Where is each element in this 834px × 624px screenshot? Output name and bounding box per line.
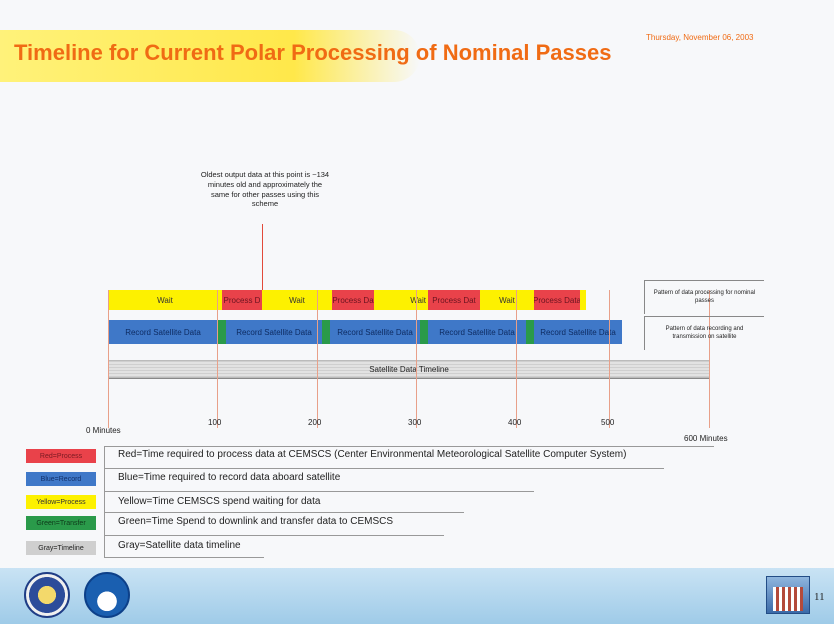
legend-text-red: Red=Time required to process data at CEM… [118, 449, 627, 460]
legend-text-green: Green=Time Spend to downlink and transfe… [118, 516, 394, 527]
satellite-timeline-bar: Satellite Data Timeline [108, 360, 710, 378]
record-seg-2: Record Satellite Data [226, 320, 322, 344]
building-icon [766, 576, 810, 614]
legend-rule-1 [104, 446, 714, 447]
record-seg-5: Record Satellite Data [534, 320, 622, 344]
tick-line-400 [516, 290, 517, 428]
legend-rule-2 [104, 468, 664, 469]
tick-line-600 [709, 290, 710, 428]
legend-text-yellow: Yellow=Time CEMSCS spend waiting for dat… [118, 496, 321, 507]
processing-seg-process-4: Process Data [534, 290, 580, 310]
processing-seg-wait-4: Wait [480, 290, 534, 310]
timeline-axis-line [108, 378, 710, 379]
legend-text-gray: Gray=Satellite data timeline [118, 540, 241, 551]
record-seg-3: Record Satellite Data [330, 320, 420, 344]
tick-label-0: 0 Minutes [86, 426, 121, 435]
tick-label-300: 300 [408, 418, 422, 427]
legend-divider [104, 446, 105, 558]
slide-title: Timeline for Current Polar Processing of… [14, 40, 612, 65]
tick-label-200: 200 [308, 418, 322, 427]
tick-label-600: 600 Minutes [684, 434, 728, 443]
slide-date: Thursday, November 06, 2003 [646, 33, 754, 42]
processing-seg-process-2: Process Da [332, 290, 374, 310]
pattern-recording-note: Pattern of data recording and transmissi… [644, 316, 764, 350]
processing-seg-wait-3: Wait [374, 290, 428, 310]
tick-line-500 [609, 290, 610, 428]
record-seg-1: Record Satellite Data [108, 320, 218, 344]
legend-swatch-yellow: Yellow=Process [26, 495, 96, 509]
tick-label-500: 500 [601, 418, 615, 427]
legend-text-blue: Blue=Time required to record data aboard… [118, 472, 341, 483]
pattern-processing-note: Pattern of data processing for nominal p… [644, 280, 764, 314]
tick-line-100 [217, 290, 218, 428]
tick-line-300 [416, 290, 417, 428]
commerce-seal-logo [24, 572, 70, 618]
callout-note: Oldest output data at this point is ~134… [200, 170, 330, 209]
processing-seg-process-3: Process Dat [428, 290, 480, 310]
transfer-seg-4 [526, 320, 534, 344]
processing-seg-process-1: Process D [222, 290, 262, 310]
legend-rule-5 [104, 535, 444, 536]
noaa-logo [84, 572, 130, 618]
legend-swatch-blue: Blue=Record [26, 472, 96, 486]
legend-rule-3 [104, 491, 534, 492]
processing-seg-wait-tail [580, 290, 586, 310]
transfer-seg-1 [218, 320, 226, 344]
tick-line-200 [317, 290, 318, 428]
legend-swatch-red: Red=Process [26, 449, 96, 463]
tick-label-400: 400 [508, 418, 522, 427]
processing-seg-wait-2: Wait [262, 290, 332, 310]
legend-swatch-gray: Gray=Timeline [26, 541, 96, 555]
tick-line-0 [108, 290, 109, 428]
tick-label-100: 100 [208, 418, 222, 427]
transfer-seg-3 [420, 320, 428, 344]
legend-swatch-green: Green=Transfer [26, 516, 96, 530]
footer-band [0, 568, 834, 624]
processing-seg-wait-1: Wait [108, 290, 222, 310]
transfer-seg-2 [322, 320, 330, 344]
page-number: 11 [814, 591, 825, 603]
callout-leader-line [262, 224, 263, 290]
legend-rule-4 [104, 512, 464, 513]
legend-rule-6 [104, 557, 264, 558]
record-seg-4: Record Satellite Data [428, 320, 526, 344]
title-band [0, 30, 420, 82]
